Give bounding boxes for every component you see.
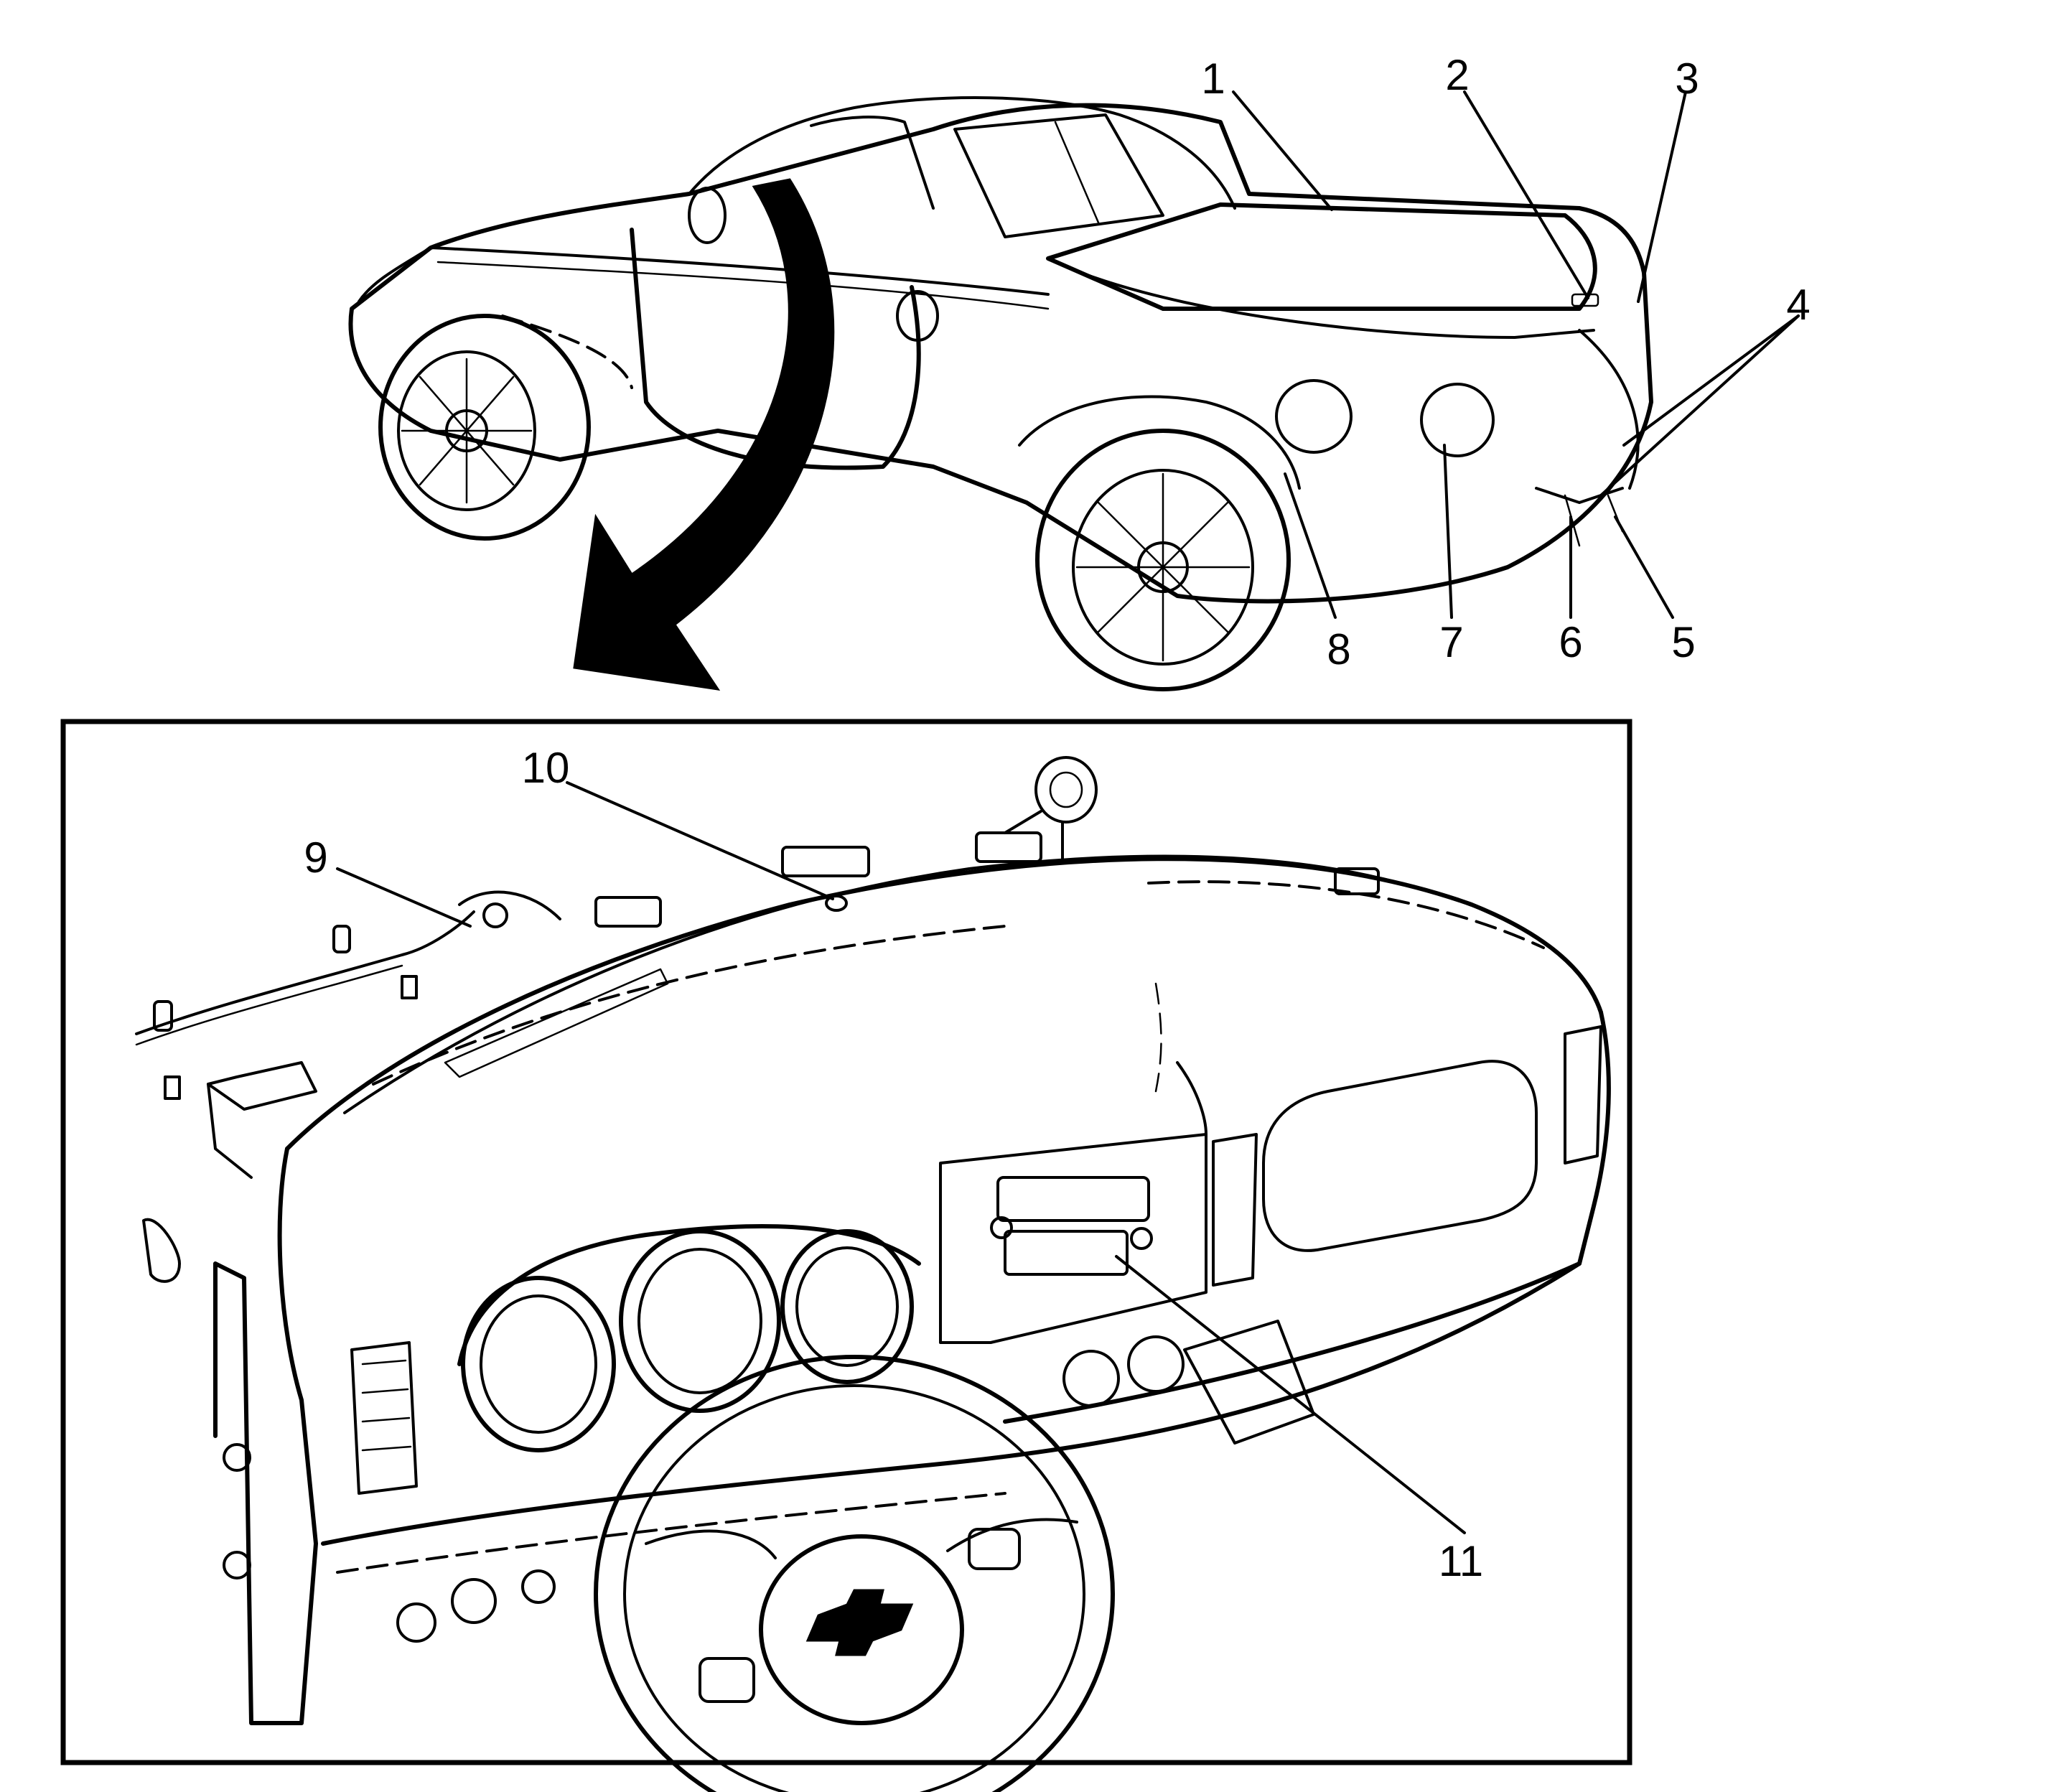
leader-lines: [336, 90, 1800, 1534]
callouts: 1 2 3 4 5 6 7 8 9 10 11: [304, 51, 1810, 1585]
callout-10: 10: [522, 744, 570, 792]
callout-1: 1: [1201, 55, 1225, 103]
callout-9: 9: [304, 834, 327, 882]
callout-7: 7: [1439, 618, 1463, 666]
callout-11: 11: [1439, 1537, 1483, 1585]
callout-2: 2: [1445, 51, 1469, 99]
callout-5: 5: [1671, 618, 1695, 666]
instrument-panel-illustration: [135, 756, 1611, 1792]
callout-8: 8: [1327, 625, 1350, 673]
truck-illustration: [348, 96, 1653, 691]
callout-3: 3: [1675, 55, 1699, 103]
callout-4: 4: [1786, 281, 1810, 329]
zoom-arrow: [573, 178, 835, 691]
detail-frame: [60, 719, 1632, 1765]
callout-6: 6: [1559, 618, 1582, 666]
